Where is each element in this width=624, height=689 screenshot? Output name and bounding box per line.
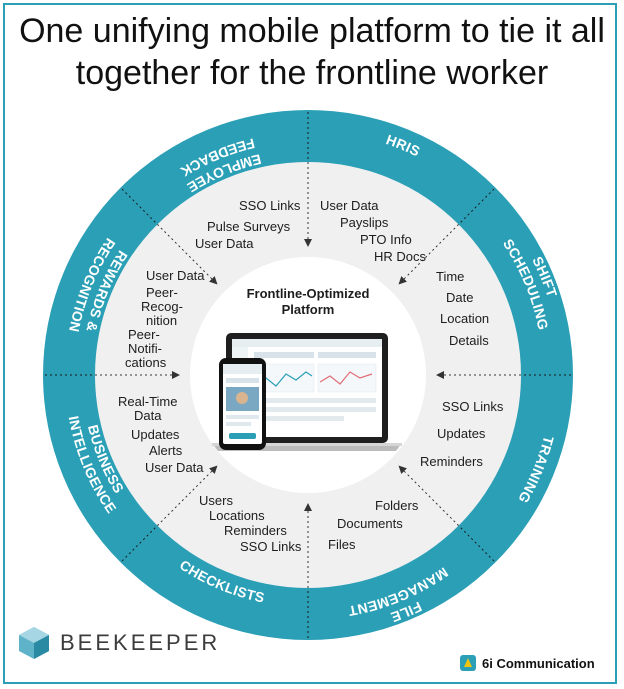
hris-item: User Data: [320, 198, 379, 213]
hris-item: HR Docs: [374, 249, 427, 264]
segment-divider: [121, 525, 158, 562]
file-item: Files: [328, 537, 356, 552]
hris-item: PTO Info: [360, 232, 412, 247]
segment-checklists-items: Users Locations Reminders SSO Links: [199, 493, 302, 554]
hexagon-cube-icon: [19, 627, 49, 659]
rewards-item: User Data: [146, 268, 205, 283]
segment-dividers: [45, 112, 571, 638]
rewards-item: Notifi-: [128, 341, 162, 356]
bi-item: Data: [134, 408, 162, 423]
checklist-item: SSO Links: [240, 539, 302, 554]
feedback-item: User Data: [195, 236, 254, 251]
beekeeper-logo-text: BEEKEEPER: [60, 630, 221, 655]
rewards-item: Recog-: [141, 299, 183, 314]
segment-file-management-items: Folders Documents Files: [328, 498, 419, 552]
center-title-line2: Platform: [282, 302, 335, 317]
file-item: Folders: [375, 498, 419, 513]
flow-arrow: [157, 224, 218, 285]
flow-arrow: [398, 465, 459, 526]
6i-logo-icon: [460, 655, 476, 671]
training-item: Reminders: [420, 454, 483, 469]
training-item: SSO Links: [442, 399, 504, 414]
rewards-item: Peer-: [146, 285, 178, 300]
rewards-item: Peer-: [128, 327, 160, 342]
segment-divider: [458, 525, 495, 562]
bi-item: Real-Time: [118, 394, 177, 409]
feedback-item: Pulse Surveys: [207, 219, 291, 234]
beekeeper-logo: BEEKEEPER: [19, 627, 221, 659]
checklist-item: Users: [199, 493, 233, 508]
bi-item: User Data: [145, 460, 204, 475]
segment-divider: [121, 188, 158, 225]
segment-rewards-recognition-items: User Data Peer- Recog- nition Peer- Noti…: [125, 268, 205, 370]
flow-arrow: [157, 465, 218, 526]
bi-item: Updates: [131, 427, 180, 442]
segment-training-items: SSO Links Updates Reminders: [420, 399, 504, 469]
checklist-item: Locations: [209, 508, 265, 523]
shift-item: Time: [436, 269, 464, 284]
shift-item: Location: [440, 311, 489, 326]
segment-divider: [458, 188, 495, 225]
flow-arrow: [398, 224, 459, 285]
file-item: Documents: [337, 516, 403, 531]
shift-item: Details: [449, 333, 489, 348]
rewards-item: cations: [125, 355, 167, 370]
center-title-line1: Frontline-Optimized: [247, 286, 370, 301]
credit: 6i Communication: [460, 655, 595, 671]
frame-border: [3, 3, 617, 684]
segment-employee-feedback-items: SSO Links Pulse Surveys User Data: [195, 198, 301, 251]
bi-item: Alerts: [149, 443, 183, 458]
page-title: One unifying mobile platform to tie it a…: [19, 12, 605, 92]
hris-item: Payslips: [340, 215, 389, 230]
training-item: Updates: [437, 426, 486, 441]
segment-shift-scheduling-items: Time Date Location Details: [436, 269, 489, 348]
segment-hris-items: User Data Payslips PTO Info HR Docs: [320, 198, 427, 264]
rewards-item: nition: [146, 313, 177, 328]
flow-arrows: [95, 162, 521, 588]
credit-text: 6i Communication: [482, 655, 595, 671]
phone-illustration: [219, 358, 266, 450]
shift-item: Date: [446, 290, 473, 305]
checklist-item: Reminders: [224, 523, 287, 538]
segment-business-intelligence-items: Real-Time Data Updates Alerts User Data: [118, 394, 204, 475]
feedback-item: SSO Links: [239, 198, 301, 213]
